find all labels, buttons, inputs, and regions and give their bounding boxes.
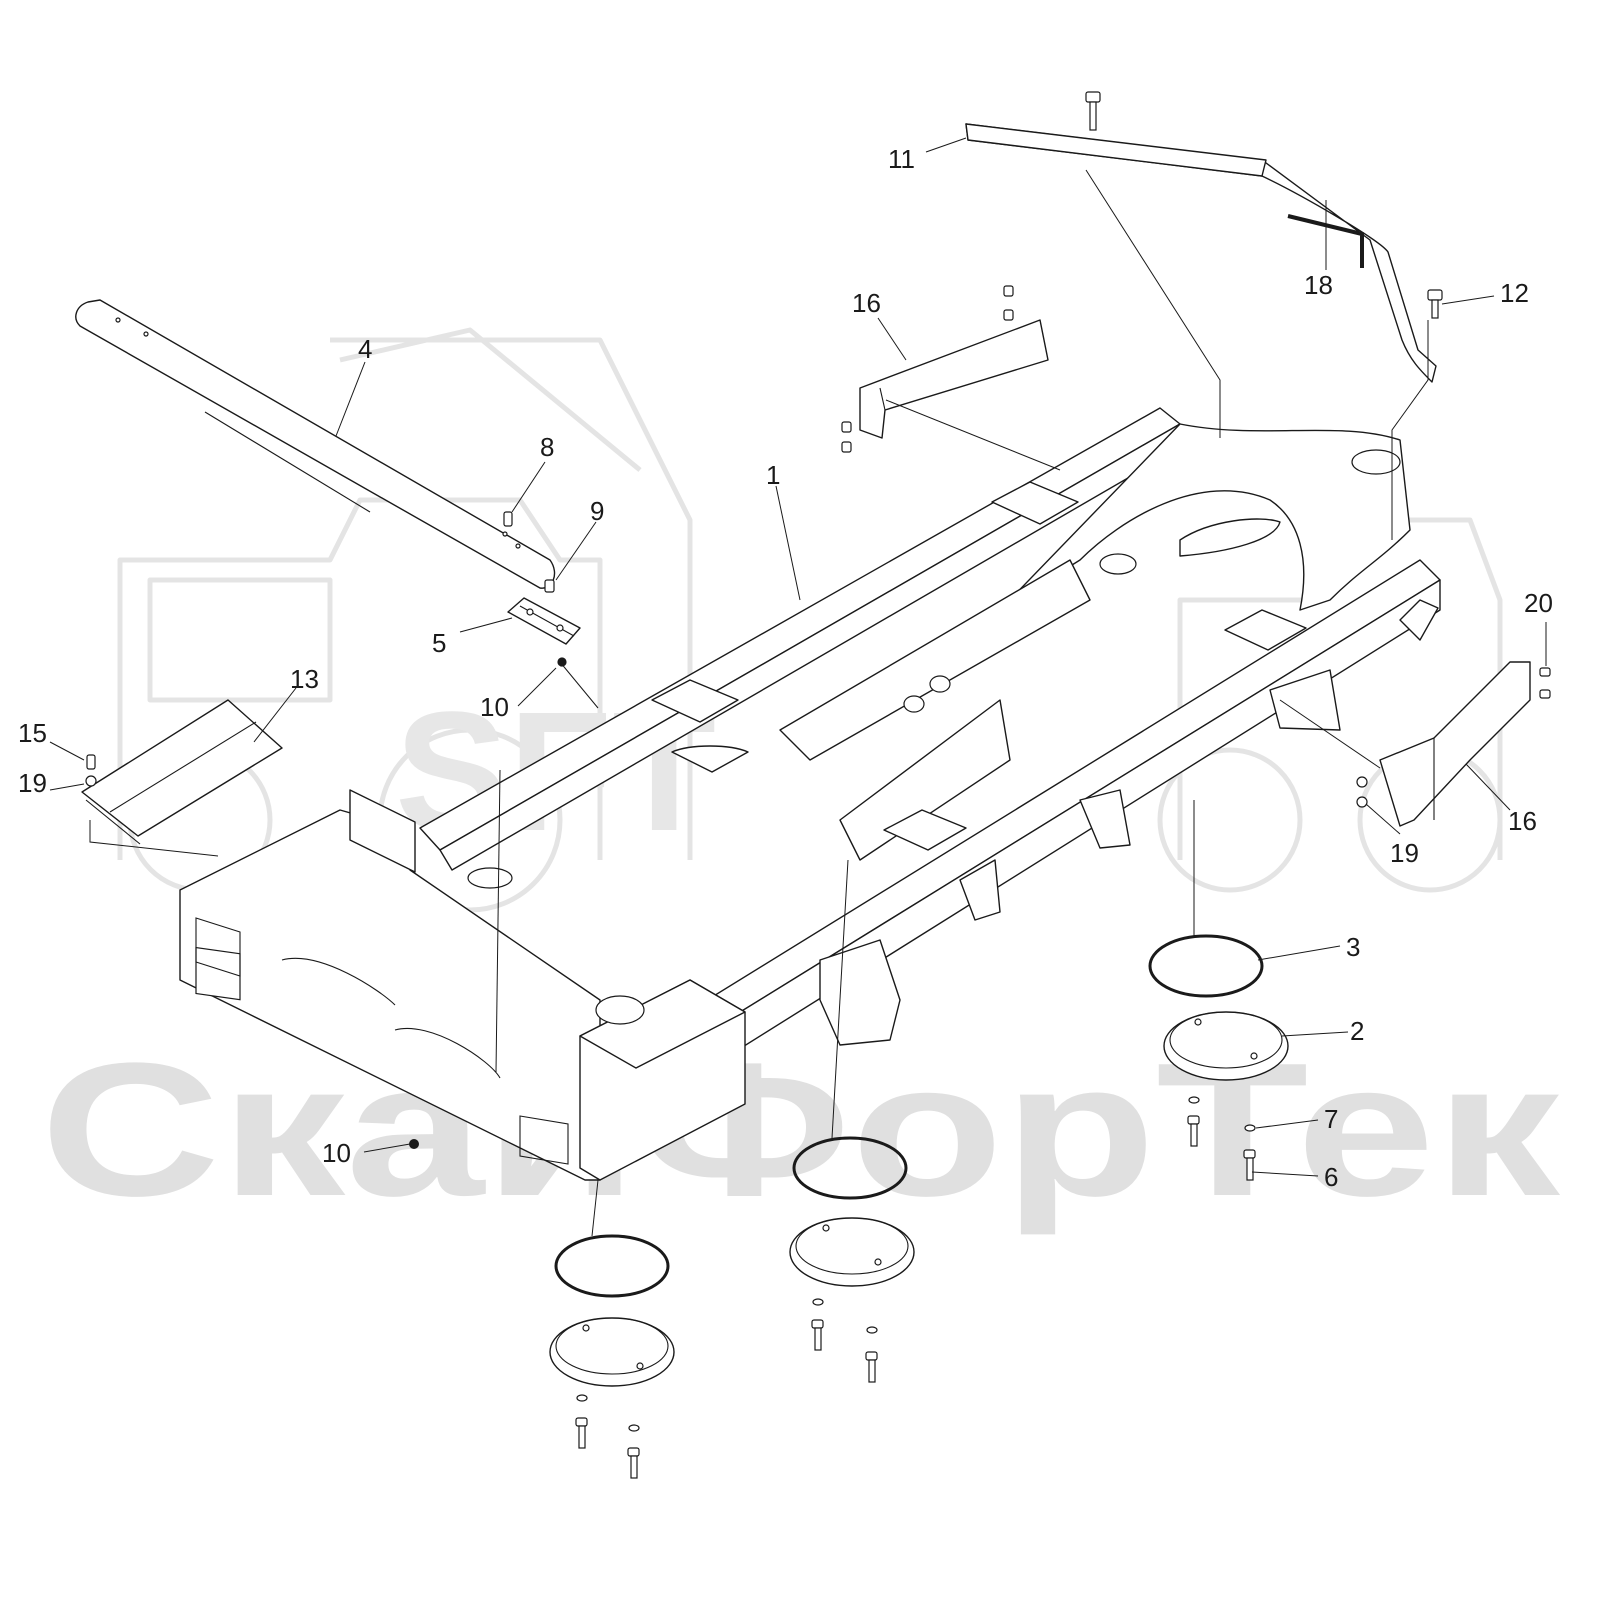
- bracket-lower: [1379, 661, 1531, 827]
- callout-16-upper: 16: [852, 288, 881, 318]
- callout-labels: 1 2 3 4 5 6 7 8 9 10 10 11 12 13 15 16 1…: [18, 144, 1553, 1192]
- seal-ring-right: [1148, 934, 1264, 998]
- cover-disc-right: [1163, 1011, 1289, 1081]
- cover-disc-left: [549, 1317, 675, 1387]
- seal-ring-center: [792, 1136, 908, 1200]
- callout-18: 18: [1304, 270, 1333, 300]
- nut-10-lower: [409, 1139, 419, 1149]
- callout-11: 11: [888, 144, 915, 174]
- bolts-20: [1539, 667, 1551, 699]
- callout-16-lower: 16: [1508, 806, 1537, 836]
- seal-ring-left: [554, 1234, 670, 1298]
- bolts-19-right: [1356, 776, 1368, 808]
- main-frame: [179, 407, 1441, 1181]
- callout-1: 1: [766, 460, 780, 490]
- bolt-15: [86, 754, 96, 770]
- callout-8: 8: [540, 432, 554, 462]
- tray-plate: [81, 699, 283, 845]
- fasteners-center: [811, 1298, 878, 1383]
- bracket-upper: [859, 319, 1049, 439]
- callout-3: 3: [1346, 932, 1360, 962]
- wire-handle: [1287, 214, 1364, 268]
- callout-leaders: [49, 137, 1547, 1177]
- watermark-text: СкайФорТек: [40, 1024, 1561, 1236]
- upper-rail-bracket: [965, 123, 1437, 383]
- callout-13: 13: [290, 664, 319, 694]
- bolts-16-upper: [841, 285, 1014, 453]
- hinge: [507, 597, 581, 645]
- callout-7: 7: [1324, 1104, 1338, 1134]
- fasteners-left: [575, 1394, 640, 1479]
- callout-19-right: 19: [1390, 838, 1419, 868]
- callout-19-left: 19: [18, 768, 47, 798]
- callout-5: 5: [432, 628, 446, 658]
- cover-disc-center: [789, 1217, 915, 1287]
- fasteners-right: [1187, 1096, 1256, 1181]
- bolt-12: [1427, 289, 1443, 319]
- callout-2: 2: [1350, 1016, 1364, 1046]
- nut-10-upper: [557, 657, 567, 667]
- bolt-9: [544, 579, 555, 593]
- callout-6: 6: [1324, 1162, 1338, 1192]
- bolt-8: [503, 511, 513, 527]
- cover-plate: [75, 299, 556, 589]
- callout-12: 12: [1500, 278, 1529, 308]
- callout-15: 15: [18, 718, 47, 748]
- callout-10-lower: 10: [322, 1138, 351, 1168]
- callout-4: 4: [358, 334, 372, 364]
- callout-9: 9: [590, 496, 604, 526]
- callout-10-upper: 10: [480, 692, 509, 722]
- washer-19-left: [85, 775, 97, 787]
- assembly-lines: [89, 169, 1429, 1237]
- callout-20: 20: [1524, 588, 1553, 618]
- bolt-11: [1085, 91, 1101, 131]
